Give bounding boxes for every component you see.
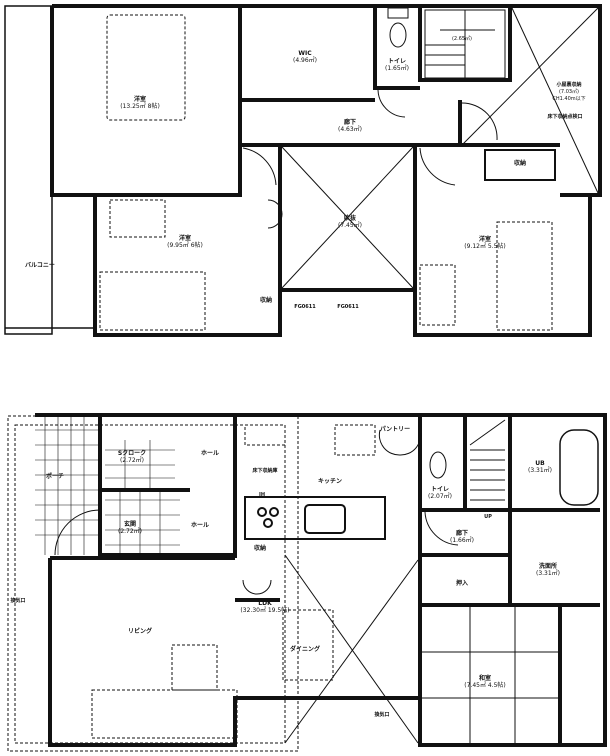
room-label-dining: ダイニング xyxy=(289,646,321,653)
room-label-living: リビング xyxy=(127,628,153,635)
room-label-kitchen: キッチン xyxy=(317,478,343,485)
room-label-hallway-upper: 廊下(4.63㎡) xyxy=(337,119,363,133)
void-upper-cross xyxy=(281,7,599,289)
ih-label: IH xyxy=(258,492,266,498)
upper-floor-walls xyxy=(50,4,602,337)
stairs-lower xyxy=(469,419,506,501)
room-label-entrance: 玄関(2.72㎡) xyxy=(117,521,143,535)
room-label-bedroom-west: 洋室(9.95㎡ 6帖) xyxy=(167,235,203,249)
room-label-stairs-upper: (2.65㎡) xyxy=(451,36,473,42)
kitchen-counter xyxy=(244,496,386,540)
vent-label: 換気口 xyxy=(10,598,26,604)
room-label-master-bedroom: 洋室(13.25㎡ 8帖) xyxy=(120,96,160,110)
toilet-fixture-lower xyxy=(429,451,447,479)
room-label-hall-lower: ホール xyxy=(190,522,210,529)
window-code: FG0611 xyxy=(337,304,359,310)
room-label-attic-storage: 小屋裏収納(7.03㎡)CH1.40m以下 xyxy=(552,82,586,102)
room-label-void: 吹抜(7.45㎡) xyxy=(337,215,363,229)
room-label-shoe-closet: Sクローク(2.72㎡) xyxy=(117,450,147,464)
room-label-hallway-lower: 廊下(1.66㎡) xyxy=(449,530,475,544)
kitchen-dashed xyxy=(91,424,376,739)
doors-upper xyxy=(242,89,498,229)
stairs-up-label: UP xyxy=(484,514,492,520)
bathtub xyxy=(559,429,599,506)
room-label-toilet-upper: トイレ(1.65㎡) xyxy=(384,58,410,72)
room-label-balcony: バルコニー xyxy=(25,262,55,269)
room-label-closet: 押入 xyxy=(455,580,469,587)
bed-outlines xyxy=(99,14,553,331)
stairs-upper xyxy=(424,9,506,79)
room-label-wic: WIC(4.96㎡) xyxy=(292,50,318,64)
underfloor-storage-label: 床下収納庫 xyxy=(252,468,278,474)
room-label-storage: 収納 xyxy=(253,545,267,552)
room-label-porch: ポーチ xyxy=(45,473,65,480)
room-label-japanese-room: 和室(7.45㎡ 4.5帖) xyxy=(464,675,506,689)
room-label-toilet-lower: トイレ(2.07㎡) xyxy=(427,486,453,500)
attic-note: 床下収納点検口 xyxy=(547,114,583,120)
japanese-room-mats xyxy=(420,605,560,743)
room-label-pantry: パントリー xyxy=(379,426,411,433)
porch-tiles xyxy=(35,415,180,555)
room-label-closet-west: 収納 xyxy=(259,297,273,304)
room-label-closet-east: 収納 xyxy=(513,160,527,167)
vent-label: 換気口 xyxy=(374,712,390,718)
window-code: FG0611 xyxy=(294,304,316,310)
room-label-ldk: LDK(32.30㎡ 19.5帖) xyxy=(240,600,290,614)
balcony-outline xyxy=(4,5,95,335)
toilet-fixture-upper xyxy=(387,7,409,48)
void-lower-cross xyxy=(284,554,419,744)
room-label-washroom: 洗面所(3.31㎡) xyxy=(535,563,561,577)
room-label-bath: UB(3.31㎡) xyxy=(527,460,553,474)
doors-lower xyxy=(54,429,459,595)
room-label-bedroom-east: 洋室(9.12㎡ 5.5帖) xyxy=(464,236,506,250)
lower-floor-walls xyxy=(35,413,607,747)
closet-east-outline xyxy=(484,149,556,181)
room-label-hall-upper: ホール xyxy=(200,450,220,457)
